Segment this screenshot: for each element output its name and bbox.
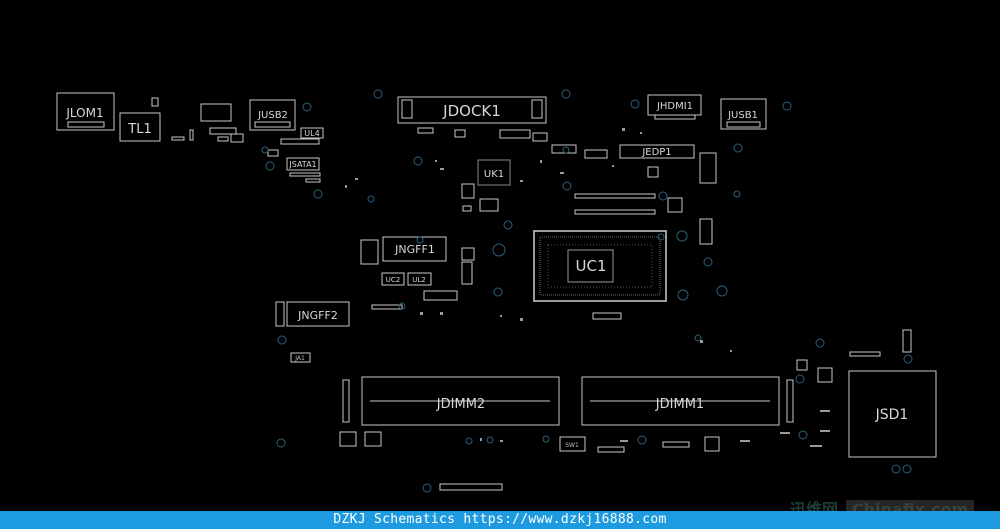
schematics-footer-banner: DZKJ Schematics https://www.dzkj16888.co… xyxy=(0,511,1000,529)
chinafix-watermark: 迅维网 Chinafix.com xyxy=(790,496,1000,511)
jsd1-label: JSD1 xyxy=(875,407,909,423)
jdimm1-slot[interactable]: JDIMM1 xyxy=(581,376,794,426)
footer-text: DZKJ Schematics https://www.dzkj16888.co… xyxy=(333,512,667,527)
jhdmi1-connector[interactable]: JHDMI1 xyxy=(647,94,702,120)
jusb1-connector[interactable]: JUSB1 xyxy=(720,98,767,130)
jngff1-label: JNGFF1 xyxy=(394,243,435,256)
jlom1-label: JLOM1 xyxy=(65,106,103,120)
jngff2-connector[interactable]: JNGFF2 xyxy=(286,301,350,327)
ul2-chip[interactable]: UL2 xyxy=(407,272,432,286)
sw1-label: SW1 xyxy=(565,442,579,449)
uc1-label: UC1 xyxy=(576,257,607,275)
uc2-label: UC2 xyxy=(386,276,400,284)
ul2-label: UL2 xyxy=(412,276,425,284)
jsata1-label: JSATA1 xyxy=(288,160,316,169)
uc1-cpu[interactable]: UC1 xyxy=(533,230,667,302)
jusb2-connector[interactable]: JUSB2 xyxy=(249,99,296,131)
uk1-chip[interactable]: UK1 xyxy=(477,159,511,186)
jdimm2-slot[interactable]: JDIMM2 xyxy=(342,376,560,426)
jngff2-label: JNGFF2 xyxy=(297,309,338,322)
ja1-connector[interactable]: JA1 xyxy=(290,352,311,363)
jdimm2-label: JDIMM2 xyxy=(436,397,485,412)
sw1-switch[interactable]: SW1 xyxy=(559,436,586,452)
ja1-label: JA1 xyxy=(294,355,305,362)
jedp1-connector[interactable]: JEDP1 xyxy=(619,144,695,159)
jdock1-label: JDOCK1 xyxy=(442,102,501,120)
jlom1-connector[interactable]: JLOM1 xyxy=(56,92,115,131)
jusb1-label: JUSB1 xyxy=(727,110,758,121)
watermark-en: Chinafix.com xyxy=(846,500,975,511)
uc2-chip[interactable]: UC2 xyxy=(381,272,405,286)
ul4-label: UL4 xyxy=(304,129,319,138)
jhdmi1-label: JHDMI1 xyxy=(656,101,693,112)
tl1-label: TL1 xyxy=(127,122,151,137)
jdock1-connector[interactable]: JDOCK1 xyxy=(397,96,547,124)
jusb2-label: JUSB2 xyxy=(257,110,288,121)
ul4-chip[interactable]: UL4 xyxy=(300,127,324,139)
jdimm1-label: JDIMM1 xyxy=(655,397,704,412)
jsd1-card-slot[interactable]: JSD1 xyxy=(848,370,937,458)
pcb-boardview: JLOM1 TL1 JUSB2 UL4 JSATA1 xyxy=(56,89,937,493)
jedp1-label: JEDP1 xyxy=(641,147,671,158)
jngff1-connector[interactable]: JNGFF1 xyxy=(360,236,447,265)
watermark-cn: 迅维网 xyxy=(790,500,839,511)
tl1-component[interactable]: TL1 xyxy=(119,112,161,142)
uk1-label: UK1 xyxy=(484,169,504,180)
jsata1-connector[interactable]: JSATA1 xyxy=(286,157,320,171)
